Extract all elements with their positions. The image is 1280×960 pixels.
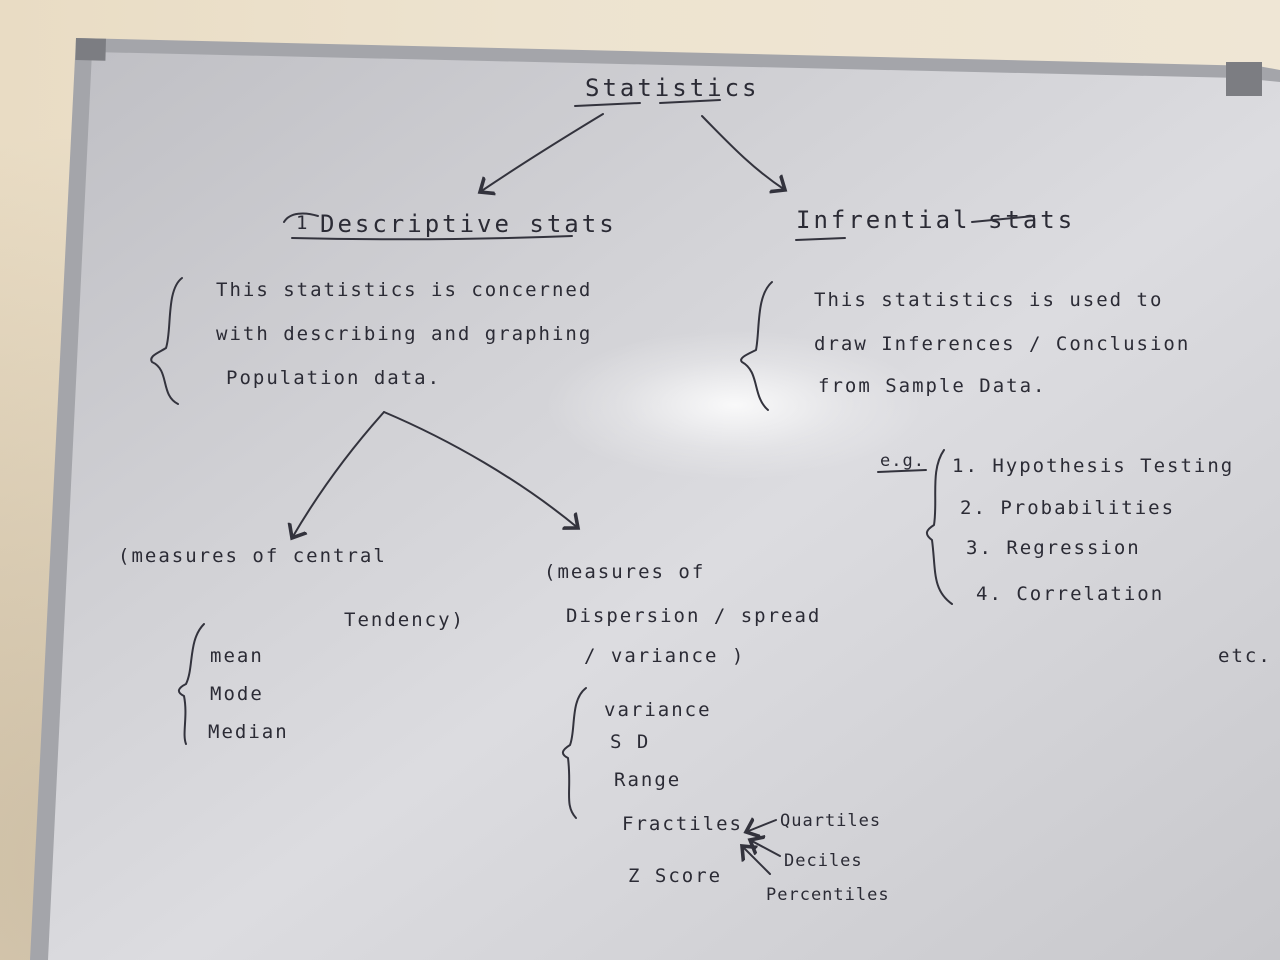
board-title: Statistics [585, 74, 760, 102]
descriptive-definition-line-1: This statistics is concerned [216, 279, 592, 301]
inferential-definition-line-2: draw Inferences / Conclusion [814, 333, 1190, 355]
descriptive-underline [283, 212, 573, 241]
dispersion-heading-line-3: / variance ) [584, 645, 745, 667]
descriptive-definition-line-2: with describing and graphing [216, 323, 592, 345]
descriptive-number: 1 [296, 212, 309, 234]
dispersion-item-1: variance [604, 699, 712, 721]
dispersion-heading-line-1: (measures of [544, 561, 705, 583]
central-tendency-heading-line-1: (measures of central [118, 545, 387, 567]
dispersion-brace [562, 687, 587, 819]
central-tendency-item-3: Median [208, 721, 289, 743]
fractile-type-1: Quartiles [780, 811, 881, 831]
inferential-heading: Infrential stats [796, 206, 1075, 234]
fractile-type-2: Deciles [784, 851, 863, 871]
title-underline [574, 99, 721, 107]
frame-corner-top-right [1226, 62, 1262, 96]
example-2: 2. Probabilities [960, 497, 1175, 519]
inferential-definition-line-1: This statistics is used to [814, 289, 1163, 311]
descriptive-heading: Descriptive stats [320, 210, 617, 238]
example-1: 1. Hypothesis Testing [952, 455, 1234, 477]
arrow-to-inferential [701, 115, 785, 190]
dispersion-item-4: Fractiles [622, 813, 743, 835]
frame-corner-top-left [75, 38, 106, 61]
inferential-definition-line-3: from Sample Data. [818, 375, 1046, 397]
arrow-deciles [750, 840, 781, 857]
dispersion-item-2: S D [610, 731, 650, 753]
example-3: 3. Regression [966, 537, 1141, 559]
examples-brace [926, 449, 953, 605]
arrow-to-descriptive [480, 113, 604, 192]
arrow-quartiles [746, 820, 777, 832]
descriptive-definition-line-3: Population data. [226, 367, 441, 389]
dispersion-item-3: Range [614, 769, 681, 791]
central-tendency-brace [178, 623, 205, 745]
examples-label-underline [877, 469, 927, 473]
example-4: 4. Correlation [976, 583, 1164, 605]
fractile-type-3: Percentiles [766, 885, 890, 905]
arrow-to-central-tendency [292, 411, 385, 538]
examples-label: e.g. [880, 451, 925, 471]
inferential-underline [795, 215, 1035, 241]
arrow-to-dispersion [383, 411, 578, 528]
whiteboard-surface [48, 52, 1280, 960]
dispersion-heading-line-2: Dispersion / spread [566, 605, 821, 627]
central-tendency-item-2: Mode [210, 683, 264, 705]
arrow-percentiles [742, 846, 771, 875]
central-tendency-item-1: mean [210, 645, 264, 667]
dispersion-item-5: Z Score [628, 865, 722, 887]
central-tendency-heading-line-2: Tendency) [344, 609, 465, 631]
descriptive-definition-brace [150, 277, 183, 405]
examples-suffix: etc. [1218, 645, 1272, 667]
light-glare [545, 330, 925, 480]
inferential-definition-brace [740, 281, 773, 411]
